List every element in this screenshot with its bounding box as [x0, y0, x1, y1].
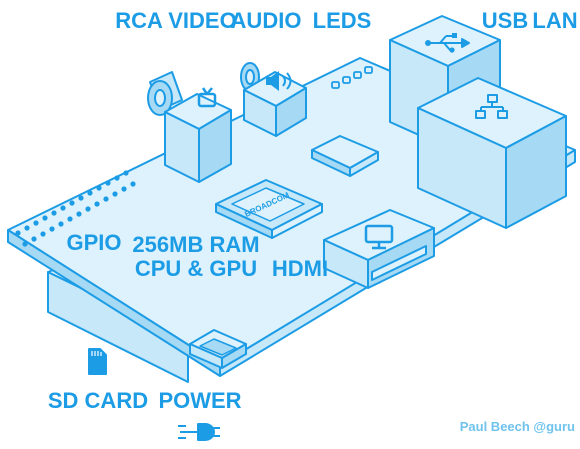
label-leds: LEDS — [313, 8, 372, 33]
network-icon — [475, 94, 508, 119]
monitor-icon — [364, 224, 394, 250]
label-rca-video: RCA VIDEO — [115, 8, 236, 33]
power-connector — [189, 329, 247, 369]
gpio-header — [15, 170, 136, 247]
rca-video-connector — [147, 71, 232, 183]
label-hdmi: HDMI — [272, 256, 328, 281]
usb-icon — [425, 33, 470, 53]
sd-card-icon — [88, 348, 107, 375]
author-credit: Paul Beech @guru — [460, 419, 575, 434]
label-audio: AUDIO — [231, 8, 302, 33]
hdmi-connector — [323, 209, 435, 289]
label-lan: LAN — [532, 8, 577, 33]
status-leds — [331, 66, 373, 89]
audio-connector — [240, 62, 307, 137]
soc-chip — [215, 179, 323, 239]
label-cpu-gpu: CPU & GPU — [135, 256, 257, 281]
power-plug-icon — [178, 423, 220, 441]
speaker-icon — [266, 71, 279, 91]
controller-chip — [311, 135, 379, 177]
label-ram: 256MB RAM — [132, 232, 259, 257]
label-gpio: GPIO — [66, 230, 121, 255]
label-sd-card: SD CARD — [48, 388, 148, 413]
tv-icon — [197, 87, 217, 108]
label-power: POWER — [158, 388, 241, 413]
lan-port — [417, 77, 567, 229]
label-usb: USB — [482, 8, 528, 33]
speaker-waves — [282, 72, 292, 90]
